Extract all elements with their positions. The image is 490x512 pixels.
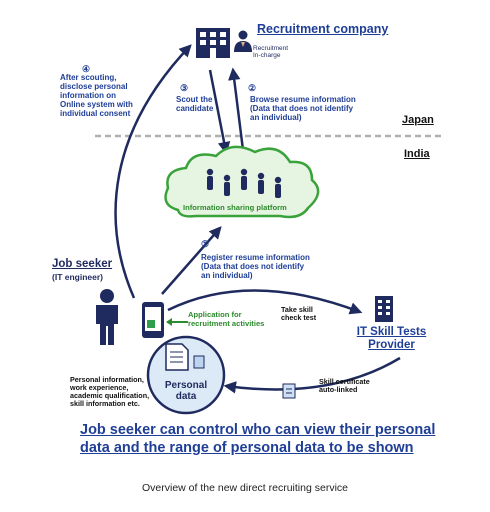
recruitment-company-title: Recruitment company	[257, 22, 389, 36]
people-icon-group	[206, 168, 282, 198]
step-2-text: Browse resume information (Data that doe…	[250, 95, 356, 122]
region-india-label: India	[404, 148, 430, 160]
figure-caption: Overview of the new direct recruiting se…	[142, 482, 348, 494]
job-seeker-title: Job seeker	[52, 258, 113, 270]
certificate-icon	[282, 383, 296, 399]
personal-data-label: Personal data	[164, 380, 208, 403]
certificate-label: Skill certificate auto-linked	[319, 377, 370, 395]
browse-arrow	[228, 67, 245, 151]
platform-label: Information sharing platform	[183, 203, 287, 212]
step-4-text: After scouting, disclose personal inform…	[60, 73, 133, 118]
step-1-number: ①	[201, 239, 210, 249]
job-seeker-person-icon	[96, 289, 118, 345]
recruiter-person-icon	[234, 30, 252, 52]
application-label: Application for recruitment activities	[188, 310, 265, 328]
skill-test-arrow-label: Take skill check test	[281, 305, 317, 323]
region-japan-label: Japan	[402, 114, 434, 126]
skill-test-arrow	[167, 289, 363, 315]
disclose-arrow	[114, 44, 192, 299]
document-icon	[165, 343, 205, 371]
skill-provider-title: IT Skill Tests Provider	[356, 326, 427, 351]
step-3-number: ③	[180, 83, 189, 93]
smartphone-icon	[142, 302, 164, 338]
step-3-text: Scout the candidate	[176, 95, 214, 113]
step-2-number: ②	[248, 83, 257, 93]
step-4-number: ④	[82, 64, 91, 74]
recruitment-incharge-label: Recruitment In-charge	[253, 45, 289, 60]
register-arrow	[161, 226, 222, 295]
job-seeker-subtitle: (IT engineer)	[52, 272, 104, 282]
skill-provider-building-icon	[375, 296, 393, 322]
building-icon	[196, 28, 230, 58]
certificate-arrow	[223, 356, 401, 394]
scout-arrow	[208, 69, 231, 155]
step-1-text: Register resume information (Data that d…	[201, 253, 310, 280]
headline: Job seeker can control who can view thei…	[80, 422, 436, 457]
personal-data-description: Personal information, work experience, a…	[70, 375, 150, 409]
